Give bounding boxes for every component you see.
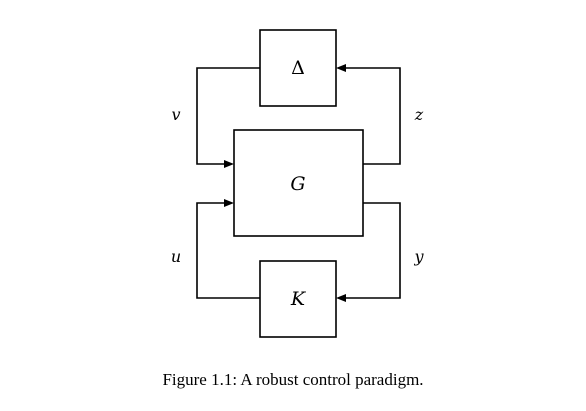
arrow-u [224,199,234,207]
arrow-v [224,160,234,168]
plant-label: G [290,173,305,195]
robust-control-diagram: Δ G K v z u y [171,29,424,338]
arrow-z [336,64,346,72]
delta-label: Δ [291,57,305,79]
wire-u [196,202,260,299]
signal-v-label: v [171,105,180,124]
delta-block [259,29,337,107]
plant-block [233,129,364,237]
controller-block [259,260,337,338]
signal-z-label: z [414,105,424,124]
signal-u-label: u [171,247,181,266]
figure-caption: Figure 1.1: A robust control paradigm. [162,370,424,389]
controller-label: K [290,288,307,310]
wire-y [344,202,401,299]
signal-y-label: y [413,247,424,266]
wire-v [196,67,260,165]
arrow-y [336,294,346,302]
wire-z [344,67,401,165]
